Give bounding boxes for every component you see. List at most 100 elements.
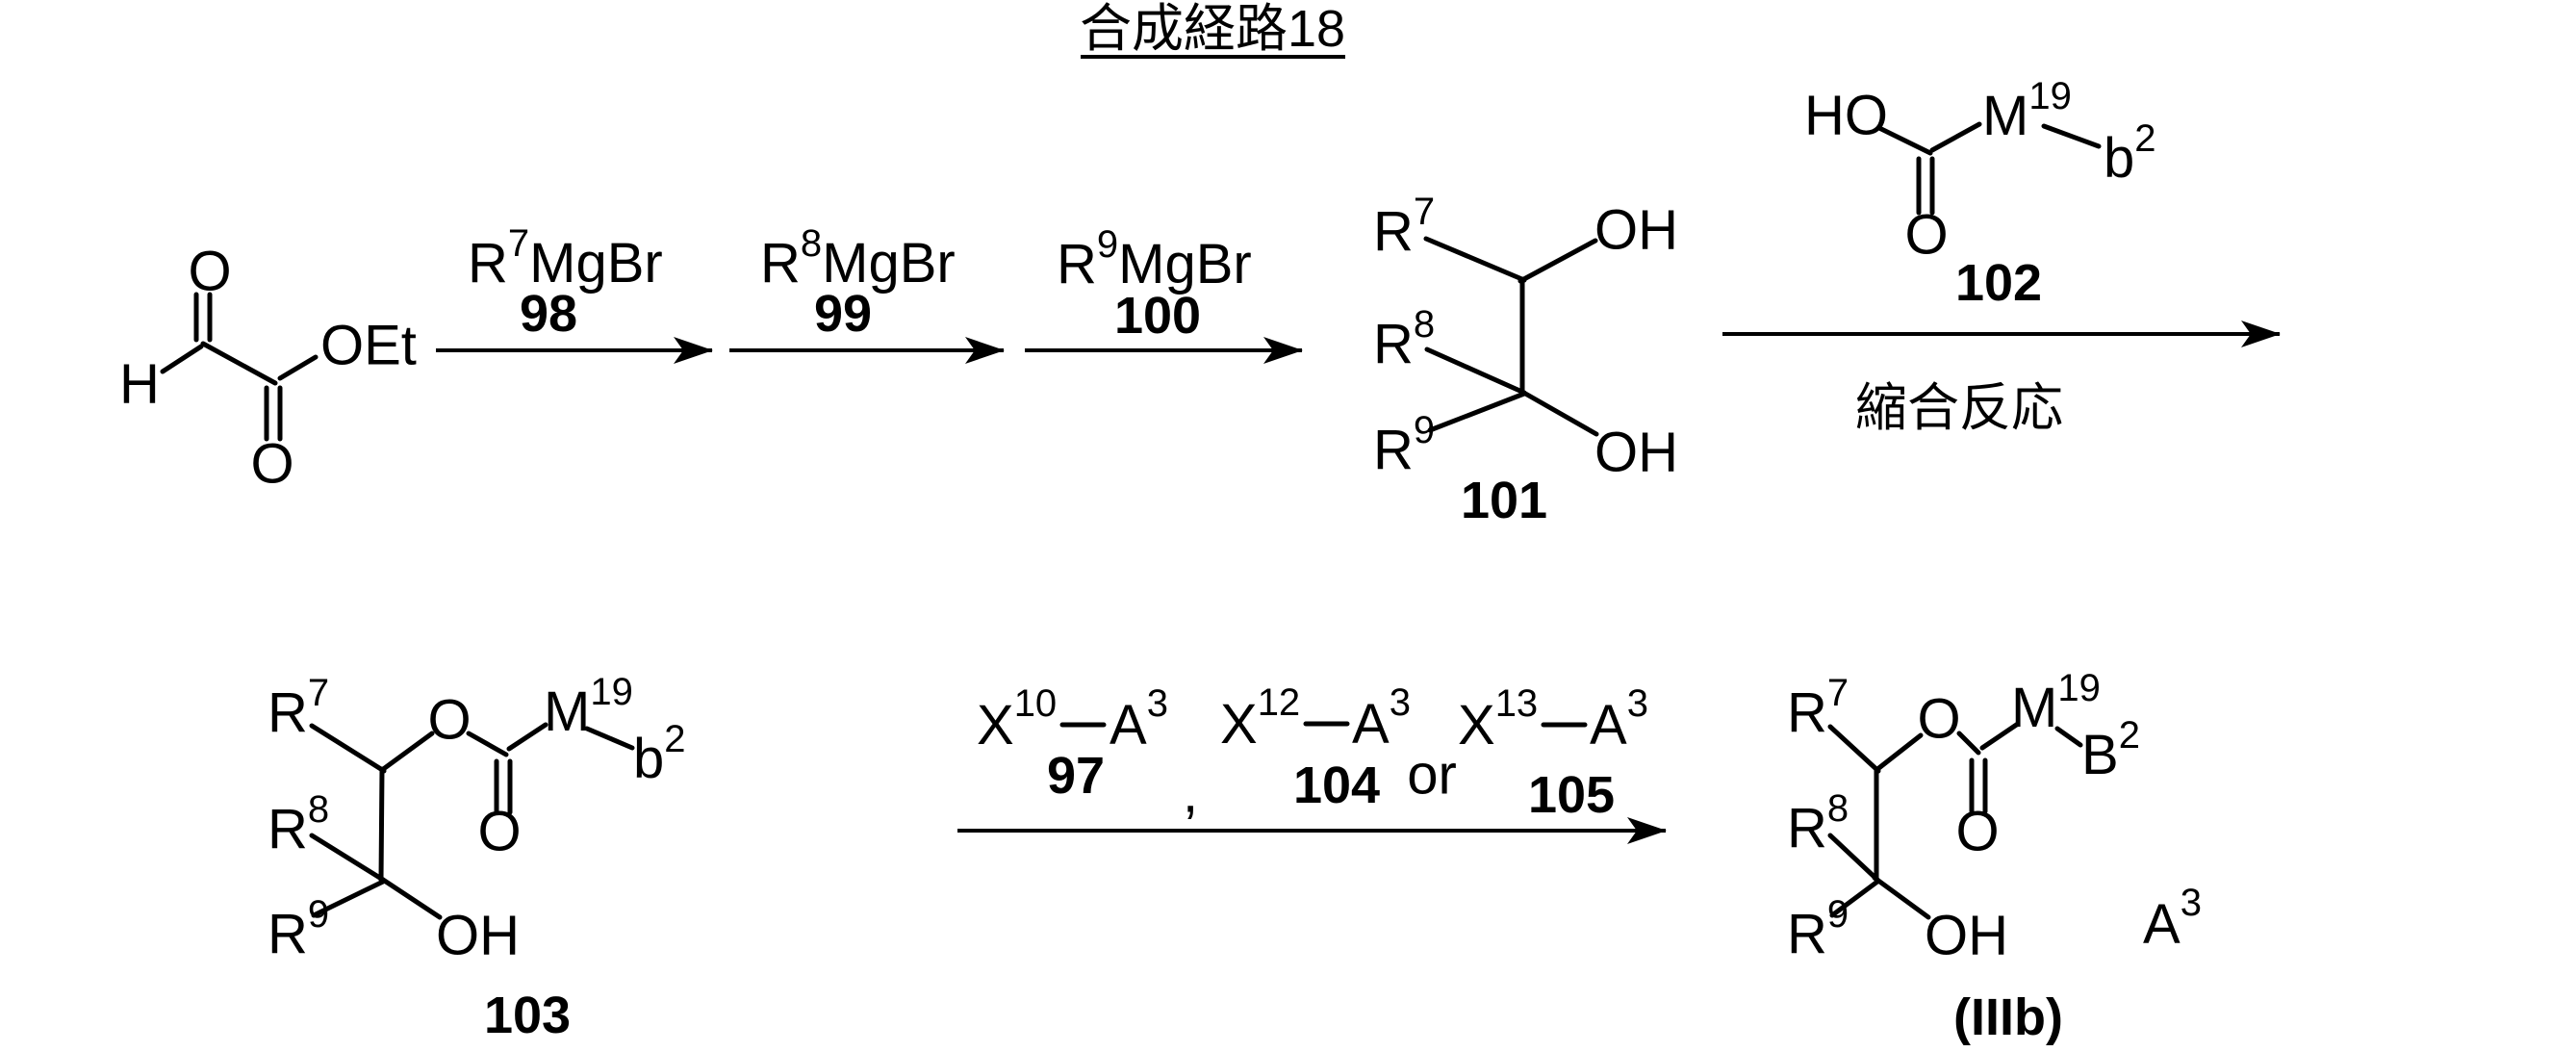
bond bbox=[466, 731, 509, 757]
compound-number-102: 102 bbox=[1955, 254, 2042, 312]
atom-a: A bbox=[1109, 694, 1147, 757]
bond bbox=[309, 833, 386, 883]
reaction-step-alkylation: X10 A3 97 , X12 A3 104 or X13 A3 105 bbox=[957, 681, 1667, 844]
bond bbox=[1876, 125, 1933, 156]
atom-a: A bbox=[1352, 693, 1390, 756]
atom-o-bottom: O bbox=[250, 433, 293, 496]
reaction-step-2: R8MgBr 99 bbox=[729, 222, 1005, 364]
bond bbox=[1929, 121, 1982, 153]
compound-number-99: 99 bbox=[814, 285, 872, 343]
compound-number-105: 105 bbox=[1528, 766, 1615, 824]
compound-number-98: 98 bbox=[520, 285, 577, 343]
atom-r-sup: 8 bbox=[1827, 787, 1849, 830]
atom-b-sup: 2 bbox=[2119, 714, 2140, 757]
reagent-x12: X12 bbox=[1220, 681, 1300, 756]
bond bbox=[277, 354, 319, 381]
atom-x-sup: 10 bbox=[1014, 682, 1058, 725]
atom-r7: R7 bbox=[268, 672, 329, 744]
separator-comma: , bbox=[1183, 762, 1198, 825]
atom-b: b bbox=[2104, 127, 2134, 190]
reagent-halide-3: X13 A3 105 bbox=[1458, 682, 1648, 824]
reagent-grignard-1: R7MgBr bbox=[468, 222, 663, 295]
atom-a-sup: 3 bbox=[1147, 682, 1168, 725]
atom-r: R bbox=[1787, 681, 1827, 744]
reagent-x10: X10 bbox=[977, 682, 1057, 757]
atom-r7: R7 bbox=[1373, 191, 1435, 263]
atom-r-sup: 9 bbox=[1827, 893, 1849, 936]
bond bbox=[1518, 238, 1598, 284]
atom-r: R bbox=[1373, 313, 1414, 375]
atom-h: H bbox=[119, 353, 160, 416]
atom-b: b bbox=[633, 728, 664, 790]
atom-r-sup: 7 bbox=[1827, 672, 1849, 714]
atom-r: R bbox=[268, 681, 308, 744]
reagent-a3: A3 bbox=[1590, 682, 1648, 757]
reagent-halide-2: X12 A3 104 bbox=[1220, 681, 1411, 814]
atom-oh: OH bbox=[1925, 905, 2008, 967]
atom-m: M bbox=[544, 680, 590, 743]
atom-r8: R8 bbox=[1787, 787, 1849, 860]
bond bbox=[379, 731, 435, 773]
atom-a-sup: 3 bbox=[1627, 682, 1648, 725]
atom-r9: R9 bbox=[1373, 409, 1435, 481]
bond bbox=[1827, 833, 1880, 883]
atom-a: A bbox=[2143, 893, 2181, 956]
atom-m: M bbox=[2011, 677, 2057, 739]
atom-r7: R7 bbox=[1787, 672, 1849, 744]
reagent-x13: X13 bbox=[1458, 682, 1538, 757]
atom-r: R bbox=[268, 798, 308, 860]
molecule-product-iiib: R7 O M19 B2 O R8 R9 OH A3 (IIIb) bbox=[1787, 667, 2202, 1046]
reagent-mgbr: MgBr bbox=[529, 232, 663, 295]
reagent-mgbr: MgBr bbox=[1118, 233, 1252, 295]
reagent-mgbr: MgBr bbox=[822, 232, 956, 295]
atom-a: A bbox=[1590, 694, 1627, 757]
atom-r: R bbox=[1373, 200, 1414, 263]
bond bbox=[1956, 731, 1981, 756]
atom-m19: M19 bbox=[1982, 75, 2072, 147]
reagent-halide-1: X10 A3 97 bbox=[977, 682, 1168, 805]
molecule-ester-103: R7 O M19 b2 O R8 R9 OH 103 bbox=[268, 671, 686, 1044]
atom-r: R bbox=[1787, 903, 1827, 965]
atom-o-carbonyl: O bbox=[477, 801, 521, 863]
bond bbox=[1518, 388, 1599, 437]
conjunction-or: or bbox=[1407, 744, 1457, 807]
atom-a-sup: 3 bbox=[1390, 681, 1411, 724]
compound-number-100: 100 bbox=[1114, 287, 1201, 345]
atom-r: R bbox=[268, 903, 308, 965]
atom-m-sup: 19 bbox=[2057, 667, 2101, 709]
atom-o-carbonyl: O bbox=[1955, 801, 1999, 863]
atom-o-top: O bbox=[188, 241, 231, 303]
atom-r-sup: 8 bbox=[308, 788, 329, 831]
atom-o-ester: O bbox=[1917, 688, 1960, 751]
bond bbox=[584, 726, 635, 751]
atom-b2: b2 bbox=[633, 718, 686, 790]
bond bbox=[160, 344, 204, 374]
bond bbox=[1827, 724, 1881, 774]
reaction-step-condensation: HO M19 b2 O 102 縮合反応 bbox=[1722, 75, 2281, 437]
atom-x-sup: 13 bbox=[1495, 682, 1539, 725]
compound-number-101: 101 bbox=[1461, 472, 1547, 529]
molecule-acid-102: HO M19 b2 O 102 bbox=[1804, 75, 2156, 312]
reagent-grignard-2: R8MgBr bbox=[760, 222, 956, 295]
reaction-step-1: R7MgBr 98 bbox=[436, 222, 713, 364]
scheme-title: 合成経路18 bbox=[1080, 0, 1345, 59]
bond bbox=[200, 341, 278, 386]
atom-r9: R9 bbox=[1787, 893, 1849, 965]
bond bbox=[1424, 346, 1527, 396]
atom-x: X bbox=[977, 694, 1014, 757]
atom-x: X bbox=[1220, 693, 1258, 756]
atom-m19: M19 bbox=[2011, 667, 2101, 739]
molecule-diol-101: R7 OH R8 R9 OH 101 bbox=[1373, 191, 1678, 529]
atom-r-sup: 9 bbox=[1414, 409, 1435, 451]
atom-o-carbonyl: O bbox=[1904, 204, 1948, 267]
condition-condensation: 縮合反応 bbox=[1855, 379, 2063, 437]
bond bbox=[1829, 879, 1880, 918]
atom-ho: HO bbox=[1804, 85, 1888, 147]
atom-x-sup: 12 bbox=[1258, 681, 1301, 724]
atom-r9: R9 bbox=[268, 893, 329, 965]
bond bbox=[2041, 123, 2102, 149]
atom-r: R bbox=[1373, 419, 1414, 481]
atom-m: M bbox=[1982, 85, 2028, 147]
bond bbox=[309, 723, 387, 774]
